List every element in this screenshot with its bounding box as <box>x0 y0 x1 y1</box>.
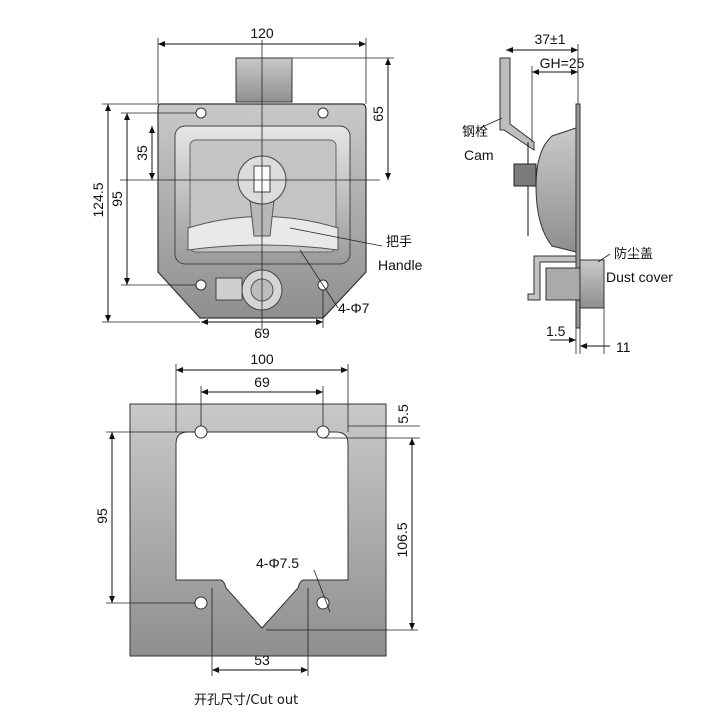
leader-dust <box>597 253 611 263</box>
cutout-view: 100 69 5.5 95 106.5 53 4-Φ7.5 开孔尺寸/Cut o… <box>94 351 420 708</box>
dust-cover-tab <box>215 277 243 301</box>
mount-hole <box>317 107 329 119</box>
holes-label: 4-Φ7 <box>338 300 370 316</box>
mount-hole <box>195 107 207 119</box>
dim-plate: 11 <box>616 339 631 355</box>
cam-arm <box>499 57 535 151</box>
dust-label-en: Dust cover <box>606 269 673 285</box>
cam-label-cn: 钢栓 <box>462 125 488 140</box>
side-dust-cover <box>579 259 605 309</box>
handle-label-en: Handle <box>378 257 423 273</box>
leader-handle <box>289 227 383 247</box>
dim-overall-height: 106.5 <box>394 522 410 557</box>
cutout-hole <box>194 425 208 439</box>
mount-hole <box>195 279 207 291</box>
dim-cam-reach: 37±1 <box>534 31 565 47</box>
cutout-holes-label: 4-Φ7.5 <box>256 555 299 571</box>
side-bracket <box>527 255 577 301</box>
dim-hole-vertical: 95 <box>94 508 110 524</box>
front-view: 120 65 35 124.5 95 69 把手 Handle 4-Φ7 <box>90 25 423 341</box>
side-cylinder <box>545 267 581 301</box>
dim-hole-vertical: 95 <box>109 191 125 207</box>
dim-top-margin: 5.5 <box>395 404 411 424</box>
dim-grip: GH=25 <box>540 55 585 71</box>
dim-hole-horizontal: 69 <box>254 325 270 341</box>
lock-shaft <box>235 57 293 103</box>
dim-hole-spacing: 69 <box>254 374 270 390</box>
dim-overall-height: 124.5 <box>90 182 106 217</box>
dim-outer-width: 100 <box>250 351 274 367</box>
dim-overall-width: 120 <box>250 25 274 41</box>
side-pan <box>535 127 577 253</box>
dim-bottom-width: 53 <box>254 652 270 668</box>
leader-holes <box>313 569 331 613</box>
dim-shaft-height: 65 <box>370 106 386 122</box>
dim-offset: 1.5 <box>546 323 566 339</box>
cutout-hole <box>194 596 208 610</box>
leader-cam <box>479 117 503 129</box>
leader-holes <box>299 249 339 309</box>
side-shaft <box>513 163 537 187</box>
cutout-hole <box>316 596 330 610</box>
dust-label-cn: 防尘盖 <box>614 246 653 262</box>
cutout-hole <box>316 425 330 439</box>
cutout-caption: 开孔尺寸/Cut out <box>194 693 298 708</box>
cam-label-en: Cam <box>464 147 494 163</box>
side-view: 37±1 GH=25 钢栓 Cam 防尘盖 Dust cover 1.5 11 <box>462 31 673 355</box>
dim-handle-center: 35 <box>134 145 150 161</box>
handle-label-cn: 把手 <box>386 235 412 250</box>
